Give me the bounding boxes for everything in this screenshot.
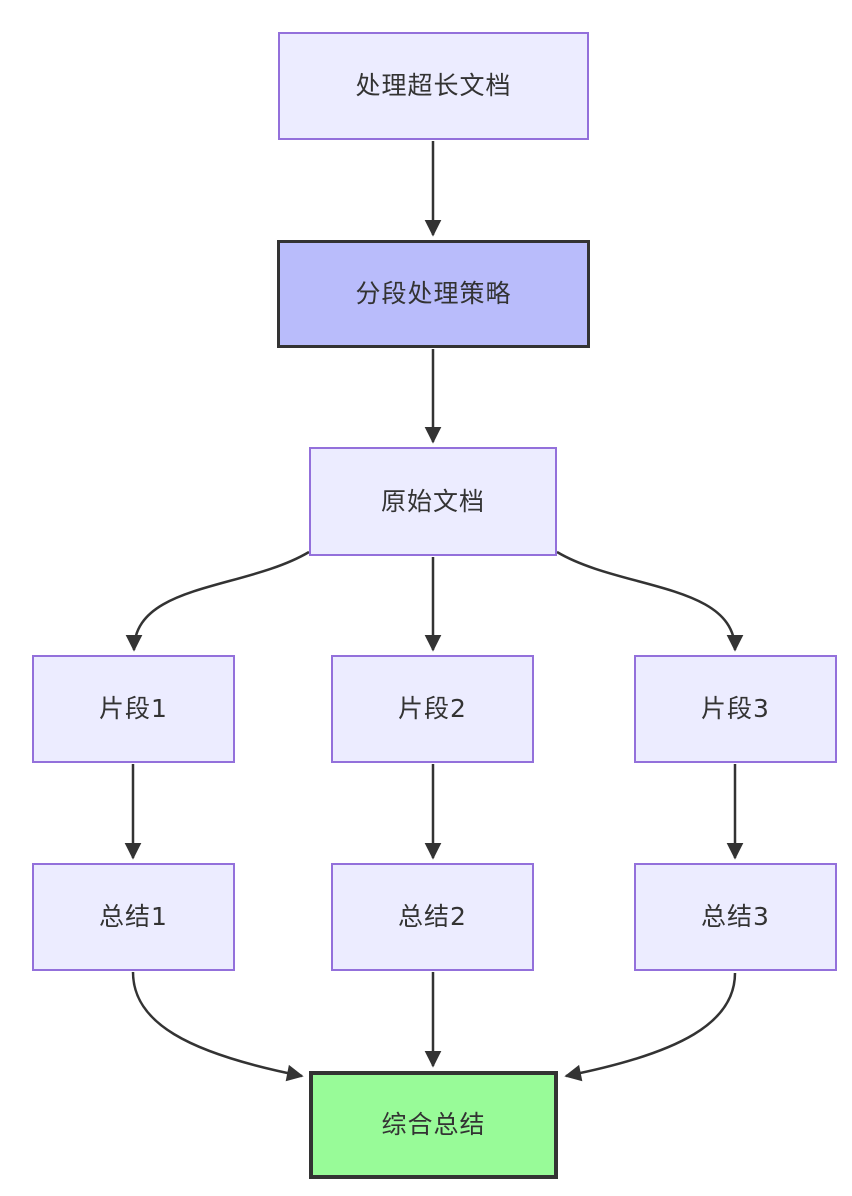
edge-C-D bbox=[125, 550, 310, 652]
edge-C-F bbox=[556, 550, 744, 652]
node-label: 片段2 bbox=[398, 694, 467, 723]
node-process-long-document: 处理超长文档 bbox=[278, 32, 589, 140]
node-label: 处理超长文档 bbox=[355, 71, 512, 100]
node-label: 分段处理策略 bbox=[355, 279, 512, 308]
edge-I-J bbox=[564, 972, 737, 1082]
node-label: 总结1 bbox=[99, 902, 168, 931]
edge-G-J bbox=[131, 971, 304, 1082]
node-fragment-1: 片段1 bbox=[32, 655, 235, 763]
node-summary-1: 总结1 bbox=[32, 863, 235, 971]
node-label: 总结2 bbox=[398, 902, 467, 931]
node-summary-3: 总结3 bbox=[634, 863, 837, 971]
node-fragment-3: 片段3 bbox=[634, 655, 837, 763]
node-label: 总结3 bbox=[701, 902, 770, 931]
node-original-document: 原始文档 bbox=[309, 447, 557, 556]
node-segment-strategy: 分段处理策略 bbox=[277, 240, 590, 348]
node-label: 片段3 bbox=[701, 694, 770, 723]
node-summary-2: 总结2 bbox=[331, 863, 534, 971]
node-label: 片段1 bbox=[99, 694, 168, 723]
node-fragment-2: 片段2 bbox=[331, 655, 534, 763]
node-label: 原始文档 bbox=[380, 486, 485, 516]
node-label: 综合总结 bbox=[381, 1110, 486, 1139]
node-combined-summary: 综合总结 bbox=[309, 1071, 558, 1179]
